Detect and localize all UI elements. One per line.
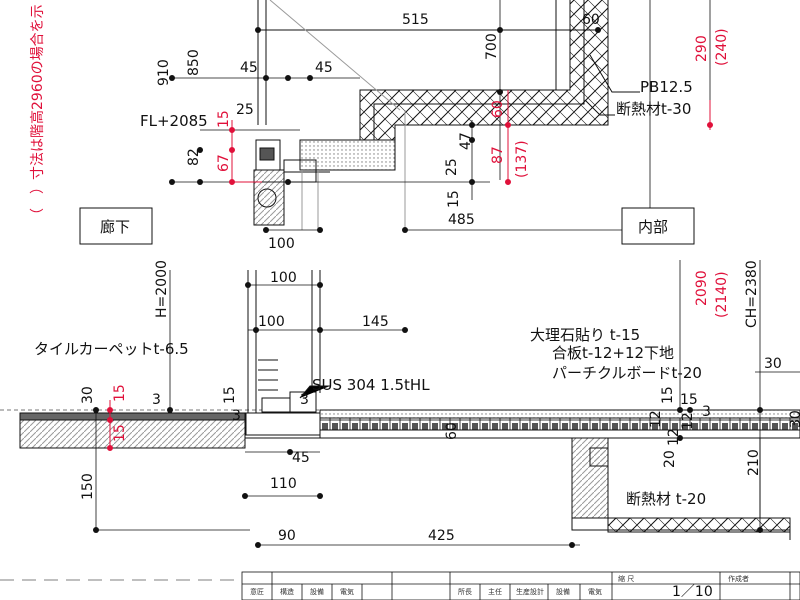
tb-c1: 意匠 <box>250 587 264 596</box>
dim-700: 700 <box>484 33 500 60</box>
dim-15-b: 15 <box>446 190 462 208</box>
dim-137-red: (137) <box>514 140 530 178</box>
bottom-geometry <box>0 270 800 540</box>
dim-30-right: 30 <box>764 356 782 372</box>
top-red-dims <box>229 90 713 185</box>
dim-15-red-a: 15 <box>112 384 128 402</box>
tb-author: 作成者 <box>728 574 749 583</box>
tb-c7: 生産設計 <box>516 587 544 596</box>
dim-25-b: 25 <box>444 158 460 176</box>
dim-145: 145 <box>362 314 389 330</box>
label-insul20: 断熱材 t-20 <box>626 490 706 508</box>
tb-c2: 構造 <box>280 587 294 596</box>
dim-25: 25 <box>236 102 254 118</box>
tb-scale-label: 縮 尺 <box>618 574 634 583</box>
dim-82: 82 <box>186 148 202 166</box>
dim-12-b: 12 <box>666 428 682 446</box>
dim-2140: (2140) <box>714 271 730 318</box>
label-corridor: 廊下 <box>100 218 130 236</box>
tb-c9: 電気 <box>588 587 602 596</box>
dim-12-c: 12 <box>680 412 696 430</box>
bottom-dim-lines <box>95 260 800 546</box>
dim-30-left: 30 <box>80 386 96 404</box>
label-sus: SUS 304 1.5tHL <box>312 376 430 394</box>
bottom-dim-dots <box>93 282 763 548</box>
dim-20: 20 <box>662 450 678 468</box>
dim-850: 850 <box>186 49 202 76</box>
corridor-tag <box>79 207 153 245</box>
label-tile: タイルカーペットt-6.5 <box>34 340 189 358</box>
tb-c5: 所長 <box>458 587 472 596</box>
dim-240: (240) <box>714 28 730 66</box>
dim-110: 110 <box>270 476 297 492</box>
tb-c6: 主任 <box>488 587 502 596</box>
dim-47: 47 <box>458 132 474 150</box>
dim-h2000: H=2000 <box>154 260 170 318</box>
label-plywood: 合板t-12+12下地 <box>552 344 674 362</box>
top-dim-dots <box>169 27 601 233</box>
tb-c4: 電気 <box>340 587 354 596</box>
label-interior: 内部 <box>638 218 668 236</box>
interior-tag <box>621 207 695 245</box>
label-insul30: 断熱材t-30 <box>616 100 691 118</box>
title-block <box>0 571 800 600</box>
top-geometry <box>253 0 640 230</box>
dim-3-c: 3 <box>300 392 309 408</box>
label-marble: 大理石貼り t-15 <box>530 326 640 344</box>
dim-60-bottom: 60 <box>444 422 460 440</box>
dim-30-c: 30 <box>788 410 800 428</box>
dim-290: 290 <box>694 35 710 62</box>
dim-45-bottom: 45 <box>292 450 310 466</box>
dim-425: 425 <box>428 528 455 544</box>
dim-45-right: 45 <box>315 60 333 76</box>
dim-ch2380: CH=2380 <box>744 260 760 328</box>
dim-90: 90 <box>278 528 296 544</box>
dim-60-red: 60 <box>490 100 506 118</box>
bottom-red-dims <box>107 400 113 451</box>
dim-60-top: 60 <box>582 12 600 28</box>
dim-15-c: 15 <box>222 386 238 404</box>
dim-910: 910 <box>156 59 172 86</box>
dim-3-b: 3 <box>232 408 241 424</box>
dim-515: 515 <box>402 12 429 28</box>
dim-485: 485 <box>448 212 475 228</box>
label-particle: パーチクルボードt-20 <box>552 364 702 382</box>
tb-c3: 設備 <box>310 587 324 596</box>
dim-150: 150 <box>80 473 96 500</box>
dim-100-top: 100 <box>268 236 295 252</box>
dim-15-red: 15 <box>216 110 232 128</box>
dim-15-d: 15 <box>660 386 676 404</box>
tb-scale: 1／10 <box>672 584 713 600</box>
dim-3-a: 3 <box>152 392 161 408</box>
note-vertical: （ ）寸法は階高2960の場合を示 <box>29 4 46 222</box>
dim-87-red: 87 <box>490 146 506 164</box>
dim-2090: 2090 <box>694 270 710 306</box>
dim-100-b1: 100 <box>270 270 297 286</box>
label-fl: FL+2085 <box>140 112 208 130</box>
dim-67-red: 67 <box>216 154 232 172</box>
dim-3-d: 3 <box>702 404 711 420</box>
label-pb: PB12.5 <box>640 78 693 96</box>
dim-100-b2: 100 <box>258 314 285 330</box>
top-dim-lines <box>170 0 711 240</box>
dim-210: 210 <box>746 449 762 476</box>
dim-45-left: 45 <box>240 60 258 76</box>
dim-15-red-b: 15 <box>112 424 128 442</box>
dim-15-g: 15 <box>680 392 698 408</box>
dim-12-a: 12 <box>648 410 664 428</box>
tb-c8: 設備 <box>556 587 570 596</box>
